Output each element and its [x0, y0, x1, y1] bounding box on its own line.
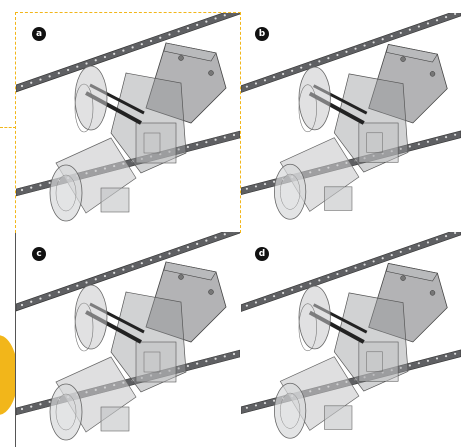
panel-badge-d: d: [255, 247, 269, 261]
panel-b[interactable]: b: [241, 13, 461, 231]
assembly-render: [241, 232, 461, 439]
panel-d[interactable]: d: [241, 232, 461, 447]
selection-connector: [0, 127, 16, 128]
panel-badge-b: b: [255, 27, 269, 41]
yellow-accent-shape: [0, 335, 18, 415]
assembly-render: [16, 232, 240, 441]
assembly-render: [241, 13, 461, 220]
left-divider-line: [15, 232, 16, 447]
panel-a-selection-frame: [15, 12, 241, 233]
panel-c[interactable]: c: [16, 232, 240, 447]
panel-a[interactable]: a: [16, 13, 240, 231]
assembly-render: [16, 13, 240, 222]
panel-badge-c: c: [32, 247, 46, 261]
panel-badge-a: a: [32, 27, 46, 41]
